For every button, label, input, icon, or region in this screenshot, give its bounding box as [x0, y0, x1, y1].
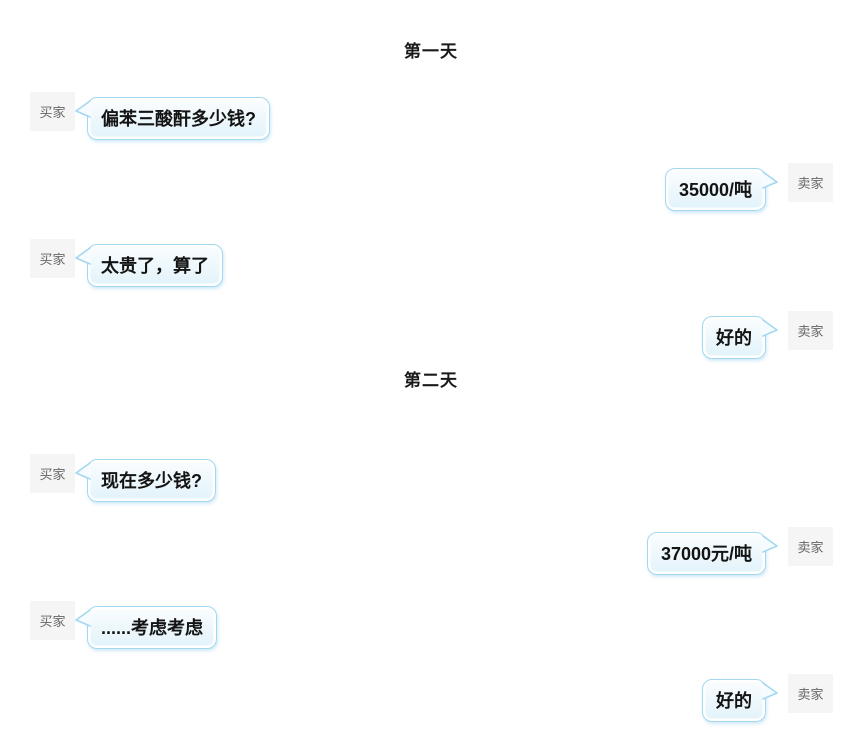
speaker-label-seller: 卖家	[788, 311, 833, 350]
speaker-label-seller: 卖家	[788, 163, 833, 202]
message-row-buyer-1: 买家 偏苯三酸酐多少钱?	[0, 92, 862, 140]
message-row-buyer-2: 买家 太贵了，算了	[0, 239, 862, 287]
message-text: 35000/吨	[678, 179, 752, 200]
message-row-seller-3: 37000元/吨 卖家	[0, 527, 862, 575]
chat-bubble-buyer: 太贵了，算了	[75, 244, 223, 287]
message-text: 好的	[716, 690, 752, 711]
bubble-tail-right-icon	[762, 682, 778, 700]
bubble-tail-right-icon	[762, 319, 778, 337]
day-title-1: 第一天	[404, 42, 458, 61]
message-text: 37000元/吨	[660, 543, 752, 564]
chat-bubble-seller: 好的	[702, 679, 778, 722]
bubble-tail-left-icon	[75, 609, 91, 627]
message-text: 好的	[716, 327, 752, 348]
chat-bubble-buyer: ......考虑考虑	[75, 606, 218, 649]
message-text: 偏苯三酸酐多少钱?	[101, 108, 256, 129]
message-row-seller-1: 35000/吨 卖家	[0, 163, 862, 211]
message-row-buyer-3: 买家 现在多少钱?	[0, 454, 862, 502]
message-row-seller-4: 好的 卖家	[0, 674, 862, 722]
day-title-2: 第二天	[404, 371, 458, 390]
speaker-label-buyer: 买家	[30, 92, 75, 131]
message-text: 太贵了，算了	[101, 255, 209, 276]
bubble-tail-left-icon	[75, 100, 91, 118]
chat-bubble-buyer: 现在多少钱?	[75, 459, 216, 502]
message-text: 现在多少钱?	[101, 470, 202, 491]
bubble-tail-right-icon	[762, 535, 778, 553]
bubble-tail-right-icon	[762, 171, 778, 189]
speaker-label-buyer: 买家	[30, 454, 75, 493]
speaker-label-seller: 卖家	[788, 674, 833, 713]
chat-bubble-seller: 好的	[702, 316, 778, 359]
speaker-label-buyer: 买家	[30, 239, 75, 278]
message-row-buyer-4: 买家 ......考虑考虑	[0, 601, 862, 649]
bubble-tail-left-icon	[75, 247, 91, 265]
chat-bubble-seller: 35000/吨	[664, 168, 778, 211]
bubble-tail-left-icon	[75, 462, 91, 480]
speaker-label-buyer: 买家	[30, 601, 75, 640]
chat-bubble-buyer: 偏苯三酸酐多少钱?	[75, 97, 270, 140]
chat-bubble-seller: 37000元/吨	[646, 532, 778, 575]
message-text: ......考虑考虑	[101, 617, 204, 638]
speaker-label-seller: 卖家	[788, 527, 833, 566]
message-row-seller-2: 好的 卖家	[0, 311, 862, 359]
